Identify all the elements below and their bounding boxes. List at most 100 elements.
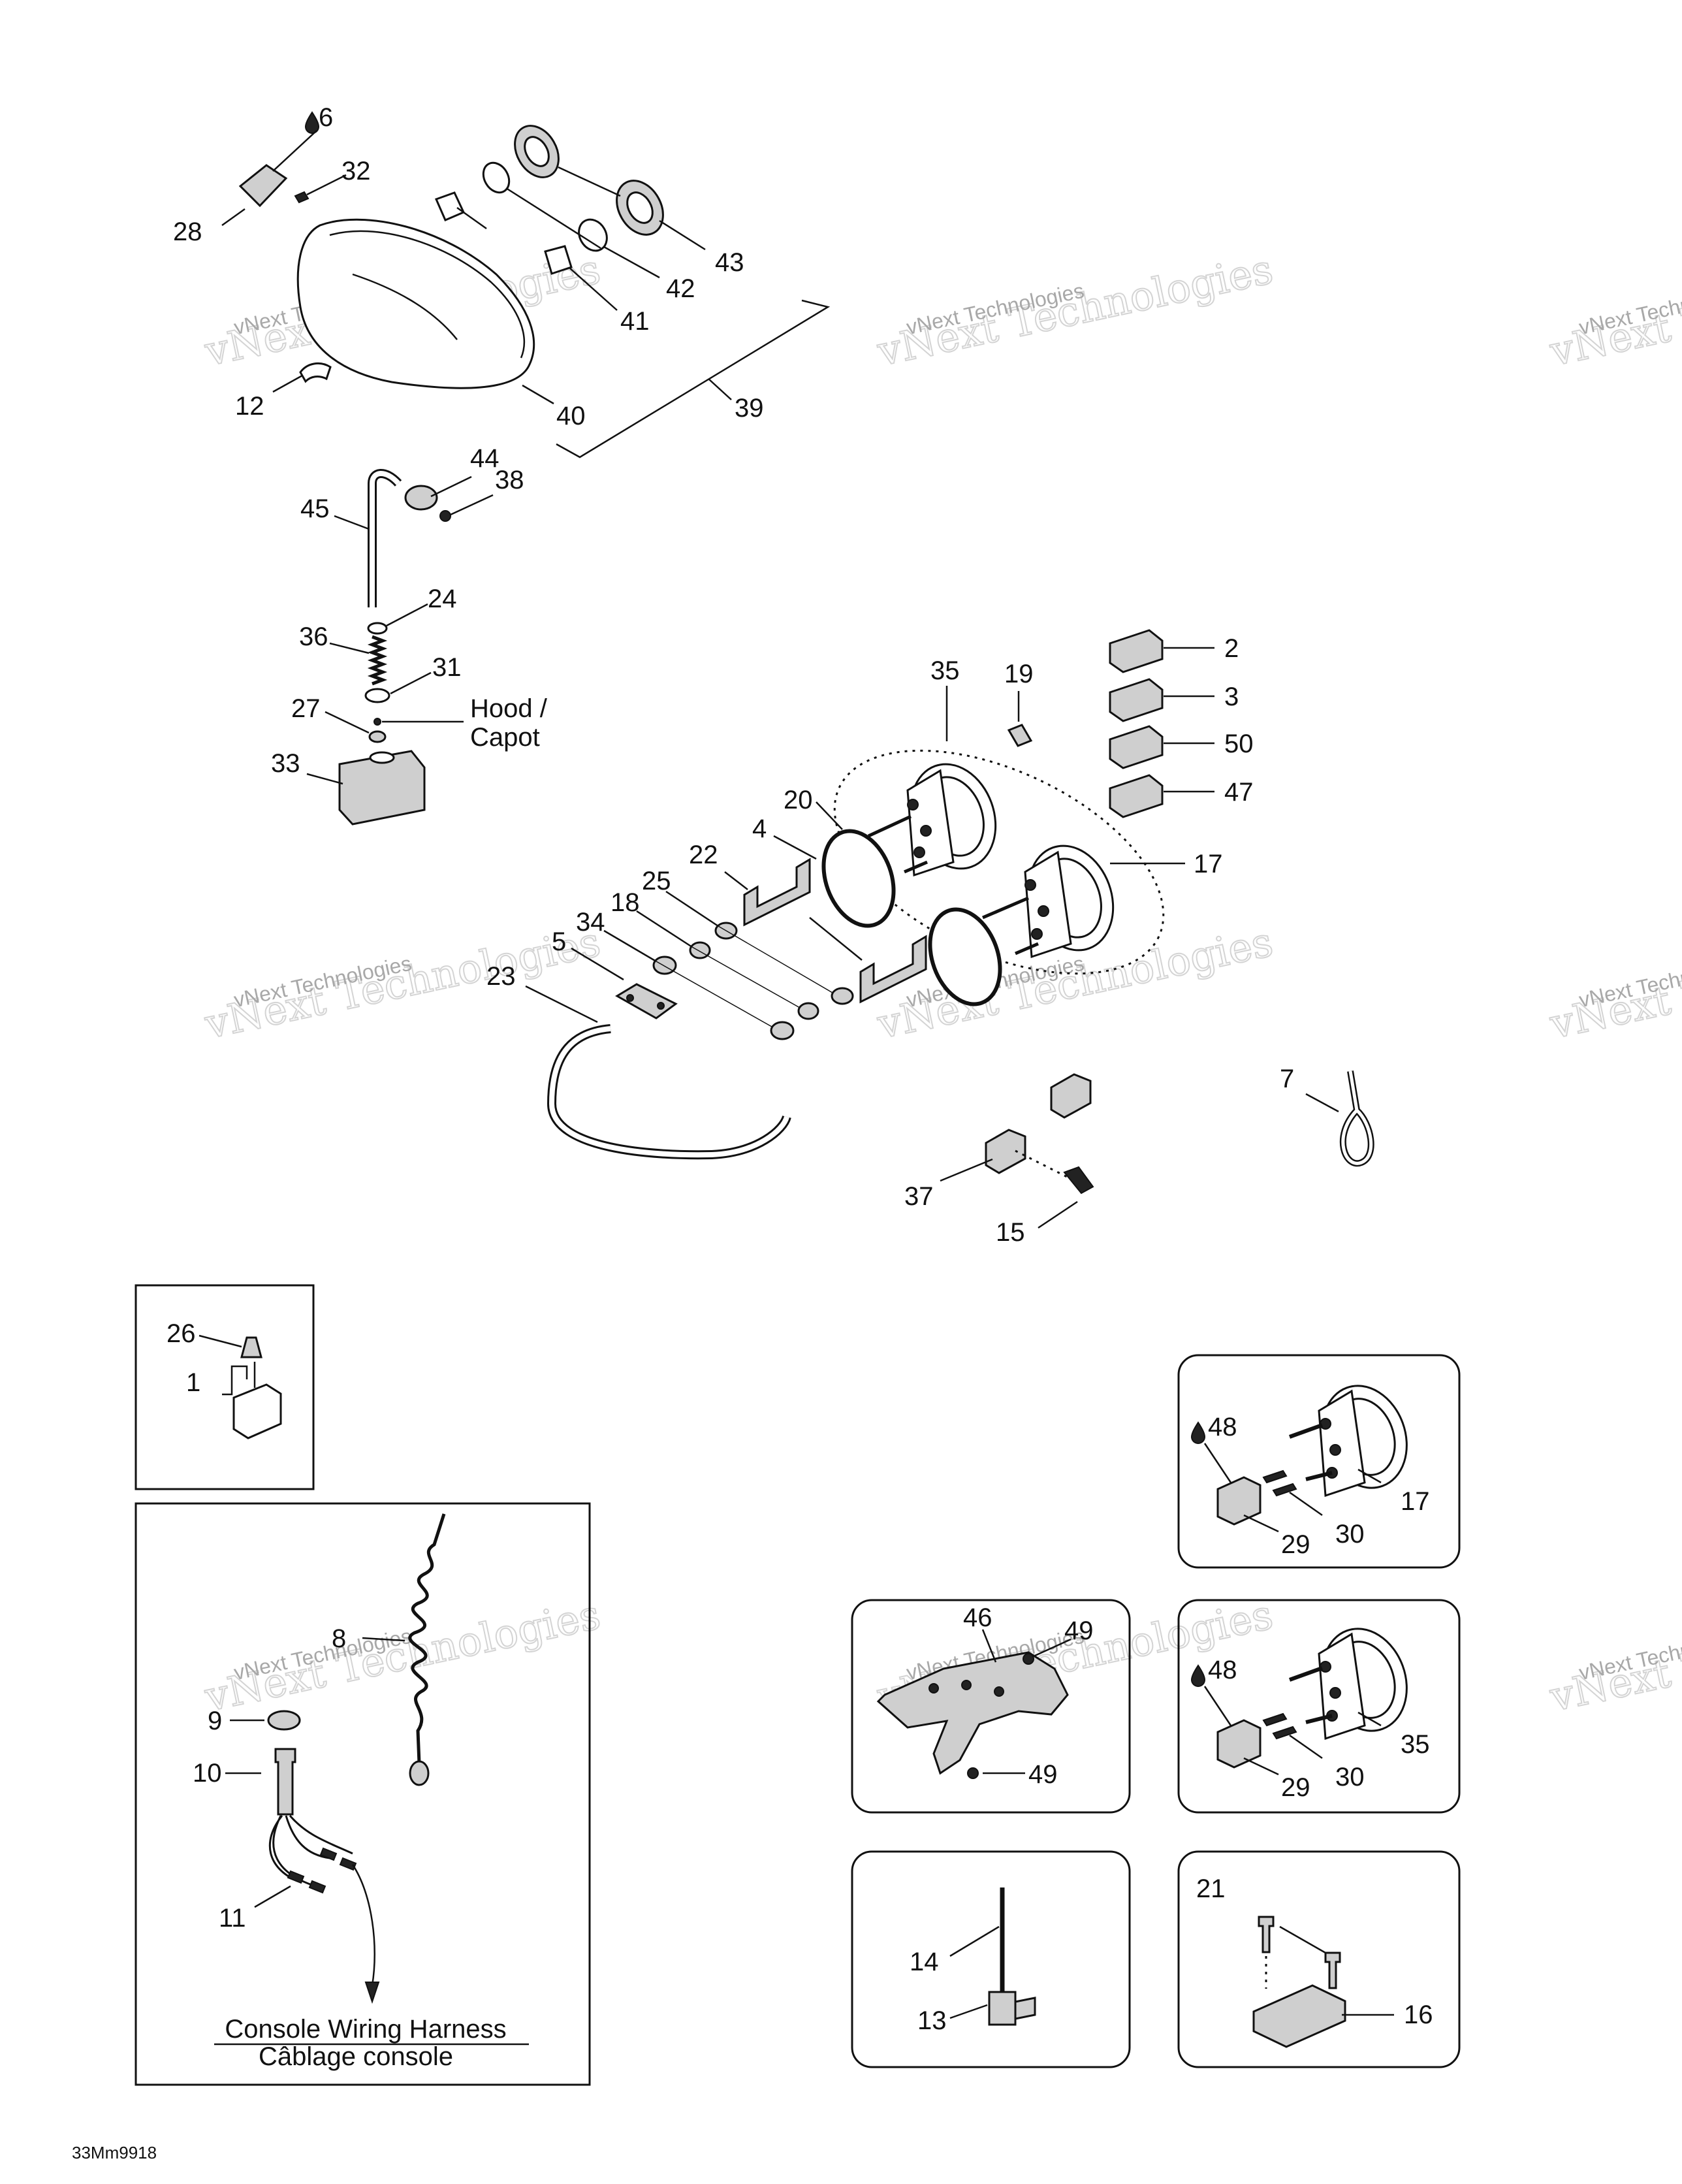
spring-36 [367, 635, 388, 686]
leader-37 [940, 1158, 993, 1182]
drop-icon [1190, 1421, 1206, 1444]
bolt-21-b [1324, 1951, 1341, 1989]
gauge-group-outline [833, 749, 1165, 975]
leader-49-top [1034, 1638, 1071, 1657]
watermark-7: vNext Technologies vNext Technologies [200, 1590, 605, 1722]
nut-9 [267, 1710, 301, 1731]
box-sensor: 14 13 [851, 1850, 1131, 2068]
washer-31 [364, 688, 390, 703]
bracket-39 [556, 299, 831, 458]
leader-17-box [1357, 1468, 1382, 1484]
bulb-right [544, 245, 573, 275]
callout-14: 14 [910, 1948, 939, 1976]
leader-32 [306, 174, 347, 196]
callout-33: 33 [271, 749, 300, 778]
grommet-27 [368, 730, 387, 743]
gauge-lower [1024, 844, 1115, 959]
washer-25-b [831, 987, 854, 1005]
leader-43 [659, 219, 706, 251]
headlamp-reflector [352, 273, 458, 340]
leader-15 [1038, 1200, 1078, 1229]
rod-45 [368, 469, 402, 607]
cable-tie-7 [1339, 1070, 1374, 1167]
callout-25: 25 [642, 867, 671, 895]
leader-34 [603, 929, 657, 963]
screw-15 [1063, 1166, 1094, 1195]
leader-8 [362, 1637, 405, 1642]
callout-8: 8 [332, 1624, 346, 1653]
box-gauge-17: 48 29 30 17 [1177, 1354, 1461, 1569]
socket-10 [274, 1748, 296, 1816]
gauge-upper [906, 763, 997, 877]
hood-label-fr: Capot [470, 723, 540, 752]
callout-18: 18 [611, 888, 640, 917]
box-sensor-frame [851, 1850, 1131, 2068]
callout-37: 37 [904, 1182, 934, 1211]
sensor-outlet [1014, 1997, 1036, 2020]
callout-17: 17 [1194, 850, 1223, 878]
screw-32 [294, 191, 309, 204]
box-harness-frame [135, 1502, 591, 2086]
watermark-6: vNext Technologies vNext Technologies [1545, 917, 1682, 1049]
switch-2 [1109, 629, 1164, 673]
callout-7: 7 [1280, 1065, 1294, 1093]
callout-13: 13 [917, 2006, 947, 2035]
cap-upper [514, 125, 560, 178]
stud-upper [867, 814, 912, 838]
callout-29: 29 [1281, 1530, 1310, 1559]
leader-7 [1305, 1093, 1339, 1113]
callout-3: 3 [1224, 682, 1239, 711]
leader-31 [390, 671, 432, 695]
leader-6 [272, 130, 317, 172]
callout-28: 28 [173, 217, 202, 246]
callout-17-box: 17 [1401, 1487, 1430, 1516]
callout-20: 20 [784, 786, 813, 814]
callout-30: 30 [1335, 1520, 1365, 1549]
leader-20 [816, 801, 843, 830]
harness-label-fr: Câblage console [259, 2042, 453, 2071]
callout-48: 48 [1208, 1413, 1237, 1441]
clamp-37-b [1050, 1073, 1092, 1119]
bolt-21-a [1258, 1916, 1275, 1953]
callout-2: 2 [1224, 634, 1239, 663]
nut-18-b [797, 1002, 819, 1020]
connector-29 [1216, 1476, 1262, 1526]
callout-47: 47 [1224, 778, 1254, 807]
leader-39 [708, 378, 732, 400]
callout-27: 27 [291, 694, 321, 723]
callout-42: 42 [666, 274, 695, 303]
leader-ring-upper [505, 187, 601, 249]
bracket-22-left [743, 858, 811, 927]
leader-30 [1289, 1491, 1323, 1517]
headlight-assembly: 6 32 28 43 42 41 12 40 39 [173, 103, 831, 458]
leader-18 [636, 910, 693, 948]
arrow-head [364, 1982, 380, 2004]
callout-35: 35 [930, 656, 960, 685]
callout-49: 49 [1064, 1616, 1094, 1645]
callout-48-b: 48 [1208, 1656, 1237, 1684]
leader-25 [665, 890, 719, 927]
nut-34-b [770, 1021, 795, 1040]
connector-29-b [1216, 1719, 1262, 1769]
bracket-46 [876, 1651, 1069, 1775]
harness-label-en: Console Wiring Harness [225, 2015, 506, 2044]
callout-4: 4 [752, 814, 767, 843]
leader-41 [569, 267, 618, 311]
callout-36: 36 [299, 622, 328, 651]
leader-45 [334, 515, 370, 530]
box-gauge-17-frame [1177, 1354, 1461, 1569]
leader-35-box [1357, 1711, 1382, 1727]
headlamp-lens-rim [329, 230, 526, 359]
switch-cap-26 [240, 1336, 262, 1358]
connector-28 [238, 164, 288, 208]
leader-24 [386, 603, 428, 627]
callout-50: 50 [1224, 730, 1254, 758]
grommet-44 [404, 485, 438, 511]
stud-lower-2 [1015, 942, 1039, 956]
box-module: 21 16 [1177, 1850, 1461, 2068]
leader-1 [222, 1365, 248, 1396]
screw-49-bottom [967, 1767, 979, 1779]
hood-mount-stack: 45 44 38 24 36 31 27 33 Hood / Capot [271, 444, 548, 826]
callout-45: 45 [300, 494, 330, 523]
